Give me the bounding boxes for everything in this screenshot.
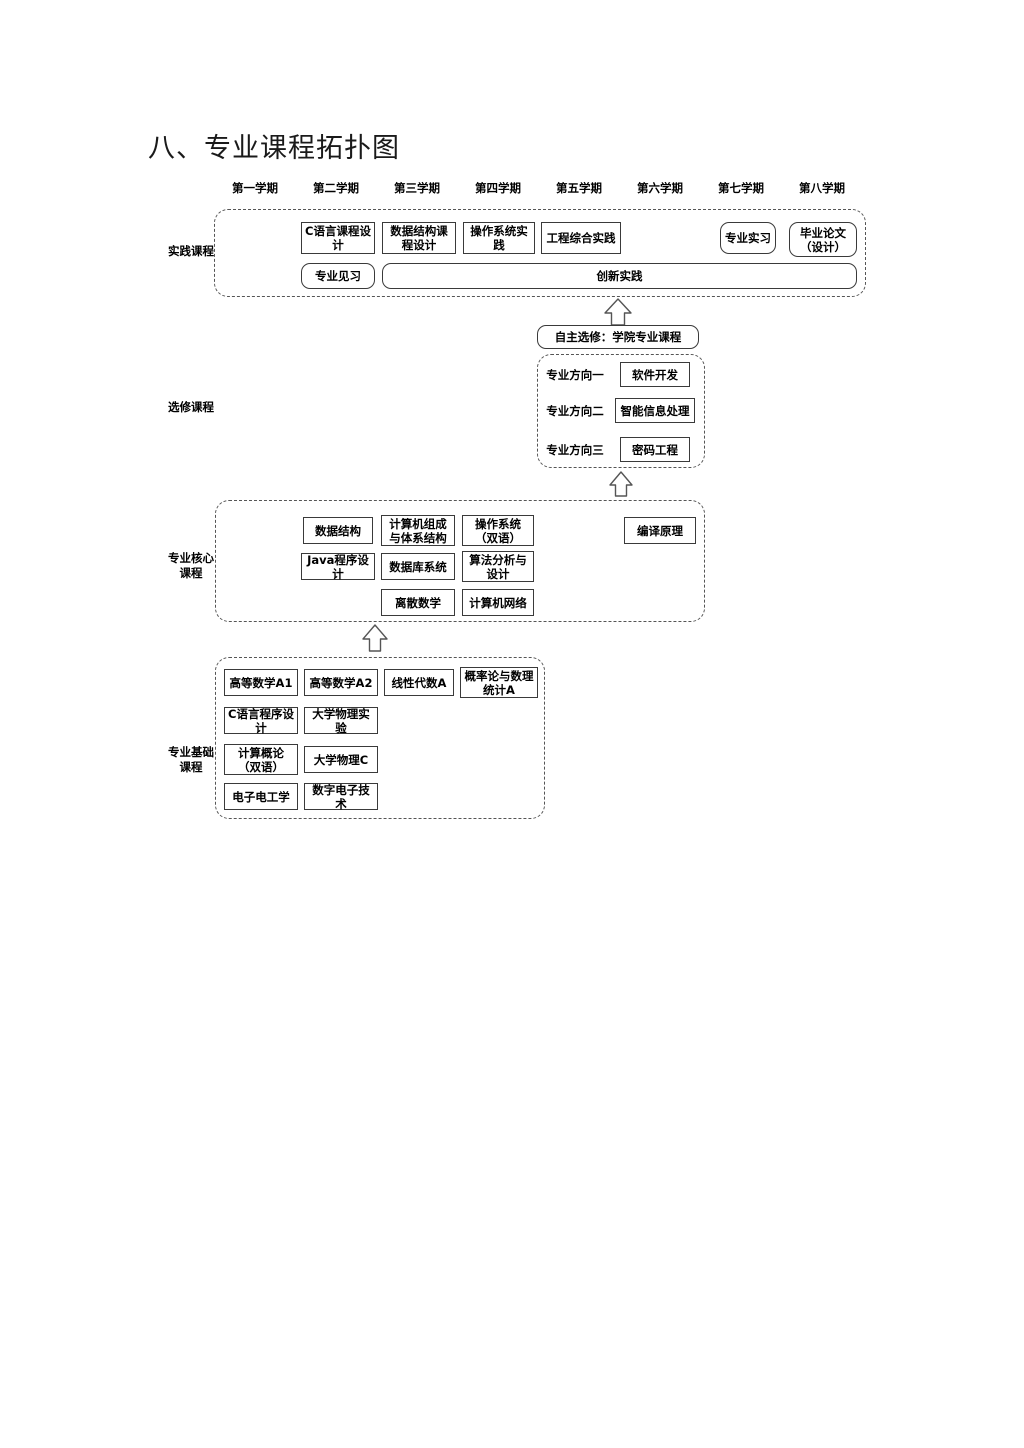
semester-header-1: 第一学期 (232, 181, 278, 195)
course-box-c-language-design[interactable]: C语言课程设计 (301, 222, 375, 254)
semester-header-8: 第八学期 (799, 181, 845, 195)
direction-course-software-development[interactable]: 软件开发 (620, 362, 690, 387)
course-box-data-structure[interactable]: 数据结构 (303, 517, 373, 544)
foundation-courses-container (215, 657, 545, 819)
direction-label-1: 专业方向一 (546, 368, 604, 382)
core-courses-container (215, 500, 705, 622)
section-label-core-line2: 课程 (179, 566, 203, 580)
arrow-elective-to-practice-icon (602, 297, 634, 327)
direction-course-intelligent-info-processing[interactable]: 智能信息处理 (615, 398, 695, 423)
course-box-advanced-math-a2[interactable]: 高等数学A2 (304, 669, 378, 696)
direction-label-3: 专业方向三 (546, 443, 604, 457)
course-box-digital-electronics[interactable]: 数字电子技术 (304, 783, 378, 811)
course-box-linear-algebra-a[interactable]: 线性代数A (384, 669, 454, 696)
course-box-professional-observation[interactable]: 专业见习 (301, 263, 375, 289)
direction-course-cryptography-engineering[interactable]: 密码工程 (620, 437, 690, 462)
section-label-core: 专业核心 课程 (152, 551, 230, 581)
semester-header-5: 第五学期 (556, 181, 602, 195)
course-box-computer-organization[interactable]: 计算机组成与体系结构 (381, 515, 455, 546)
semester-header-4: 第四学期 (475, 181, 521, 195)
semester-header-row: 第一学期 第二学期 第三学期 第四学期 第五学期 第六学期 第七学期 第八学期 (214, 180, 866, 198)
course-box-graduation-thesis[interactable]: 毕业论文（设计） (789, 222, 857, 257)
course-box-algorithm-analysis[interactable]: 算法分析与设计 (462, 551, 534, 582)
course-box-professional-internship[interactable]: 专业实习 (720, 222, 776, 254)
direction-label-2: 专业方向二 (546, 404, 604, 418)
section-label-foundation-line2: 课程 (179, 760, 203, 774)
practice-courses-container (214, 209, 866, 297)
course-box-advanced-math-a1[interactable]: 高等数学A1 (224, 669, 298, 696)
arrow-core-to-elective-icon (607, 470, 635, 498)
section-label-elective: 选修课程 (168, 400, 214, 414)
section-label-foundation: 专业基础 课程 (152, 745, 230, 775)
course-box-java-programming[interactable]: Java程序设计 (301, 553, 375, 581)
course-box-c-language-programming[interactable]: C语言程序设计 (224, 707, 298, 735)
section-label-foundation-line1: 专业基础 (168, 745, 214, 759)
course-box-probability-statistics-a[interactable]: 概率论与数理统计A (460, 667, 538, 698)
arrow-foundation-to-core-icon (360, 623, 390, 653)
elective-directions-container (537, 354, 705, 468)
course-box-os-practice[interactable]: 操作系统实践 (463, 222, 535, 254)
section-label-practice: 实践课程 (168, 244, 214, 258)
section-label-core-line1: 专业核心 (168, 551, 214, 565)
course-box-discrete-mathematics[interactable]: 离散数学 (381, 589, 455, 616)
course-box-computing-introduction[interactable]: 计算概论（双语） (224, 744, 298, 775)
course-box-computer-network[interactable]: 计算机网络 (462, 589, 534, 616)
course-box-innovation-practice[interactable]: 创新实践 (382, 263, 857, 289)
course-box-database-system[interactable]: 数据库系统 (381, 553, 455, 580)
course-box-university-physics-c[interactable]: 大学物理C (304, 746, 378, 773)
elective-header-box[interactable]: 自主选修：学院专业课程 (537, 325, 699, 349)
semester-header-2: 第二学期 (313, 181, 359, 195)
semester-header-6: 第六学期 (637, 181, 683, 195)
semester-header-3: 第三学期 (394, 181, 440, 195)
course-box-engineering-practice[interactable]: 工程综合实践 (541, 222, 621, 254)
course-box-data-structure-design[interactable]: 数据结构课程设计 (382, 222, 456, 254)
page-title: 八、专业课程拓扑图 (148, 133, 400, 164)
course-box-electronics-electrical[interactable]: 电子电工学 (224, 783, 298, 810)
course-box-physics-experiment[interactable]: 大学物理实验 (304, 707, 378, 735)
semester-header-7: 第七学期 (718, 181, 764, 195)
course-box-operating-system[interactable]: 操作系统（双语） (462, 515, 534, 546)
course-box-compiler-principles[interactable]: 编译原理 (624, 517, 696, 544)
